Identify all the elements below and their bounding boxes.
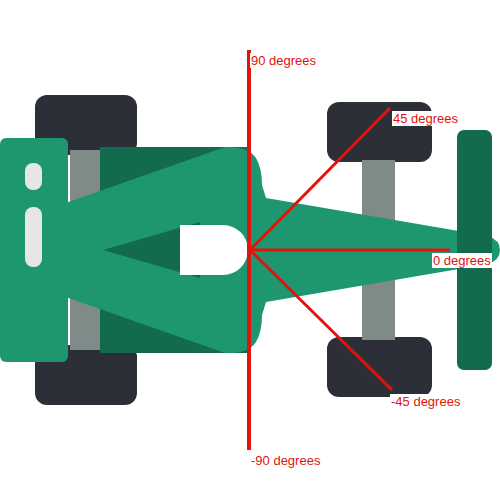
- angle-line: [250, 250, 392, 390]
- cockpit: [180, 225, 248, 275]
- angle-label: 90 degrees: [250, 53, 317, 68]
- angle-label: 0 degrees: [432, 253, 492, 268]
- wing-slot: [25, 163, 42, 190]
- angle-label: -90 degrees: [250, 453, 321, 468]
- car-body: [60, 147, 500, 353]
- wing-slot: [25, 207, 42, 267]
- rear-wing: [0, 138, 68, 362]
- angle-line: [250, 249, 450, 252]
- angle-label: -45 degrees: [390, 394, 461, 409]
- front-wheel: [327, 337, 432, 397]
- angle-label: 45 degrees: [392, 111, 459, 126]
- front-wing: [457, 130, 492, 370]
- angle-line: [250, 108, 390, 250]
